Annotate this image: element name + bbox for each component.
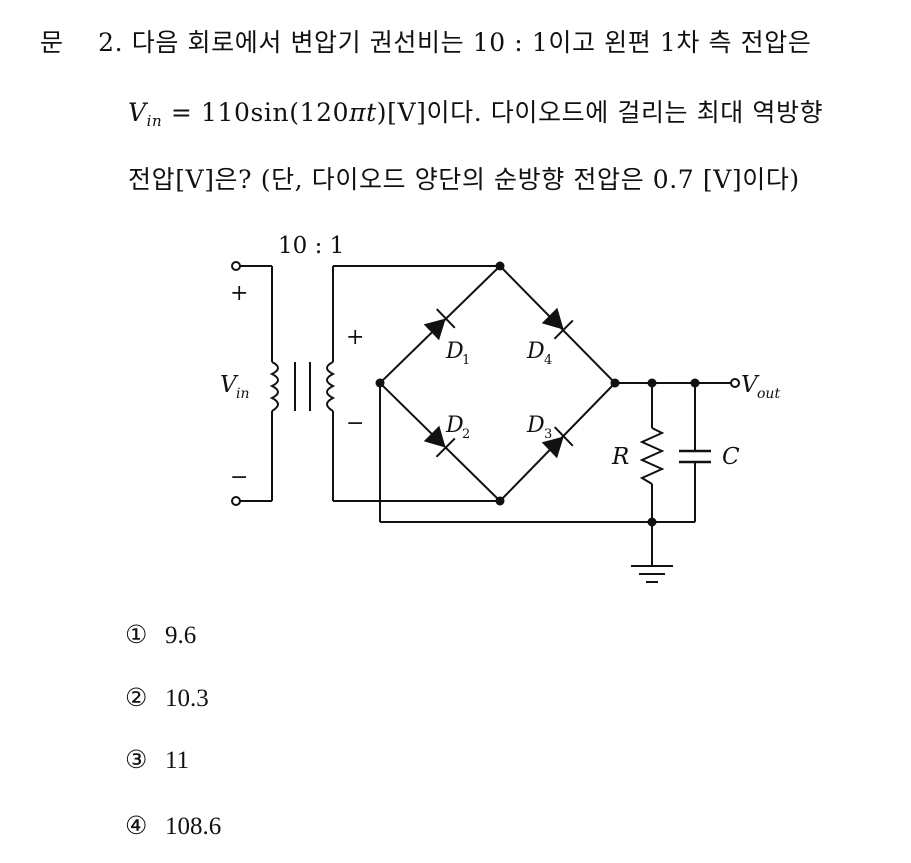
choice-marker: ③ [125, 747, 148, 774]
diode-d3-subscript: 3 [544, 427, 552, 442]
choice-value: 108.6 [165, 813, 222, 840]
diode-d2-symbol [423, 425, 456, 458]
choice-marker: ① [125, 622, 148, 649]
secondary-coil [326, 361, 336, 412]
vout-subscript: out [757, 386, 780, 402]
input-terminal-bottom [231, 496, 241, 506]
diode-d3-symbol [541, 426, 574, 459]
question-line-3: 전압[V]은? (단, 다이오드 양단의 순방향 전압은 0.7 [V]이다) [128, 160, 800, 196]
choice-value: 10.3 [165, 685, 209, 712]
primary-minus-label: − [230, 465, 248, 490]
answer-choice-4[interactable]: ④ 108.6 [125, 811, 221, 841]
output-terminal [730, 378, 740, 388]
primary-plus-label: + [230, 281, 248, 306]
capacitor-symbol [679, 449, 711, 464]
question-label: 문 [40, 28, 64, 57]
vin-subscript: in [236, 386, 250, 402]
question-line-2: Vin = 110sin(120πt)[V]이다. 다이오드에 걸리는 최대 역… [128, 93, 823, 130]
choice-marker: ② [125, 685, 148, 712]
question-text-line-1: 다음 회로에서 변압기 권선비는 10 : 1이고 왼편 1차 측 전압은 [131, 28, 812, 57]
question-text-line-2: 이다. 다이오드에 걸리는 최대 역방향 [426, 98, 824, 127]
capacitor-label: C [722, 444, 740, 470]
input-terminal-top [231, 261, 241, 271]
diode-d3-label: D [526, 413, 545, 438]
formula-unit: )[V] [376, 98, 427, 127]
vin-label: V [220, 372, 239, 398]
diode-d1-label: D [445, 339, 464, 364]
resistor-label: R [611, 444, 629, 470]
choice-value: 11 [165, 747, 190, 774]
diode-d1-symbol [423, 308, 456, 341]
diode-d2-label: D [445, 413, 464, 438]
circuit-wires [240, 265, 731, 566]
answer-choice-3[interactable]: ③ 11 [125, 745, 189, 775]
diode-d4-label: D [526, 339, 545, 364]
turns-ratio-label: 10 : 1 [278, 233, 344, 259]
question-line-1: 문 2. 다음 회로에서 변압기 권선비는 10 : 1이고 왼편 1차 측 전… [40, 23, 811, 59]
secondary-plus-label: + [346, 325, 364, 350]
diode-d4-symbol [541, 307, 574, 340]
diode-d1-subscript: 1 [462, 353, 470, 368]
secondary-minus-label: − [346, 411, 364, 436]
choice-value: 9.6 [165, 622, 197, 649]
junction-dots [375, 261, 700, 527]
transformer-core [294, 362, 311, 411]
vout-label: V [741, 372, 760, 398]
question-text-line-3: 전압[V]은? (단, 다이오드 양단의 순방향 전압은 0.7 [V]이다) [128, 165, 800, 194]
answer-choice-2[interactable]: ② 10.3 [125, 683, 209, 713]
diode-d2-subscript: 2 [462, 427, 470, 442]
formula-v-sub: in [146, 112, 163, 130]
formula-pi-t: πt [349, 98, 377, 127]
answer-choice-1[interactable]: ① 9.6 [125, 620, 196, 650]
question-number: 2. [98, 28, 124, 57]
resistor-symbol [639, 427, 665, 485]
choice-marker: ④ [125, 813, 148, 840]
primary-coil [269, 361, 279, 412]
formula-v: V [128, 98, 147, 127]
diode-d4-subscript: 4 [544, 353, 552, 368]
ground-symbol [631, 565, 673, 583]
formula-body: = 110sin(120 [162, 98, 350, 127]
